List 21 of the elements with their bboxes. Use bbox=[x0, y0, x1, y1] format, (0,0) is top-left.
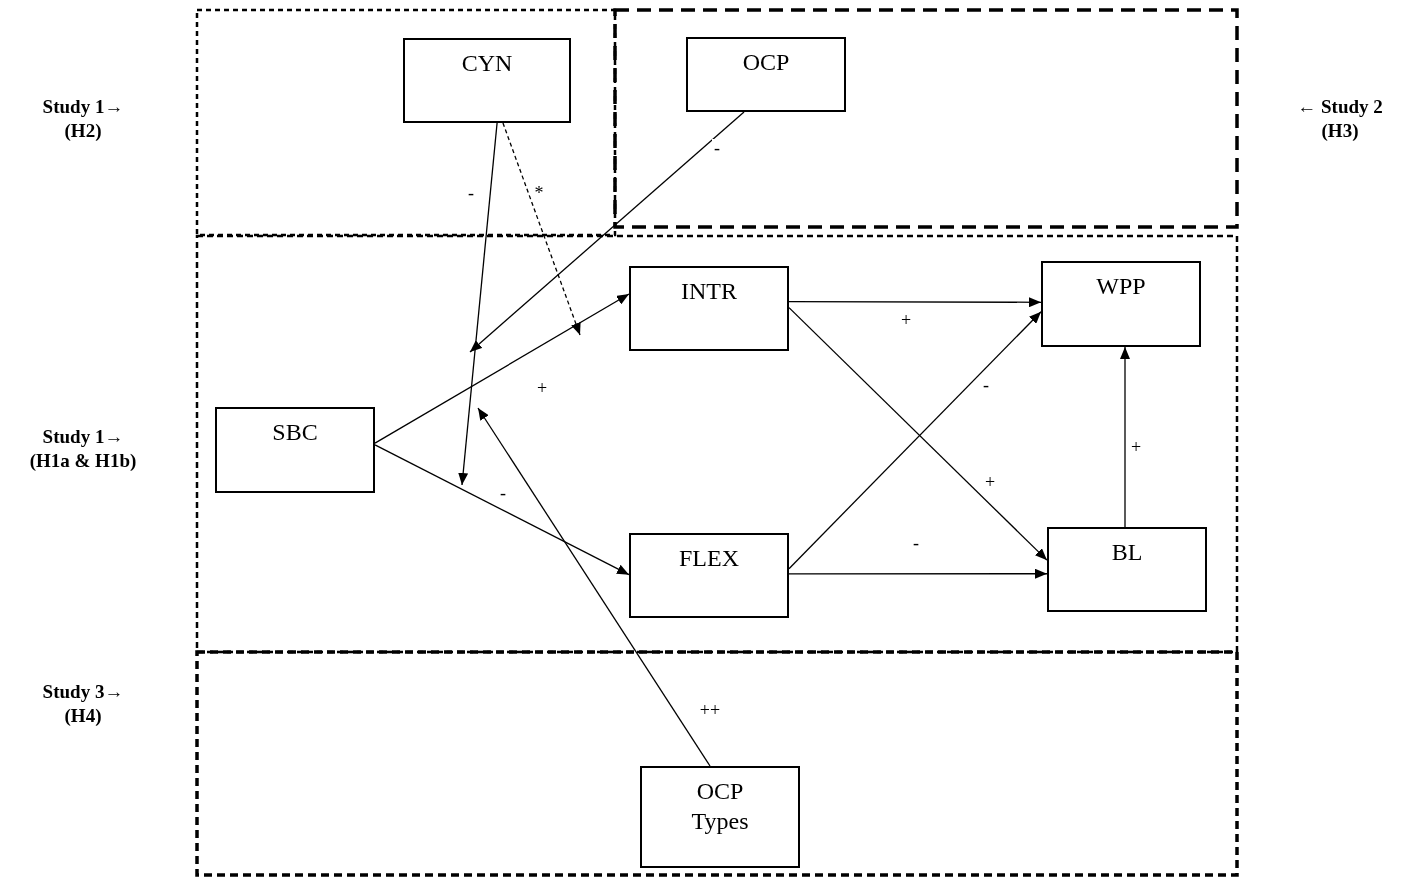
variable-box: OCP bbox=[686, 37, 846, 112]
arrow bbox=[477, 407, 711, 767]
variable-box: CYN bbox=[403, 38, 571, 123]
variable-box: WPP bbox=[1041, 261, 1201, 347]
variable-box: BL bbox=[1047, 527, 1207, 612]
variable-box: FLEX bbox=[629, 533, 789, 618]
study-label: Study 3→ (H4) bbox=[41, 680, 125, 728]
study-label: Study 1→ (H2) bbox=[41, 95, 125, 143]
variable-box: SBC bbox=[215, 407, 375, 493]
study-label: ← Study 2 (H3) bbox=[1296, 95, 1384, 143]
arrow bbox=[788, 297, 1042, 308]
arrow bbox=[469, 111, 745, 353]
arrow bbox=[458, 122, 498, 486]
arrow bbox=[1120, 346, 1130, 528]
arrow bbox=[374, 444, 630, 576]
study-label: Study 1→ (H1a & H1b) bbox=[28, 425, 138, 473]
dashed-arrow bbox=[502, 122, 581, 336]
arrow bbox=[374, 293, 630, 444]
variable-box: INTR bbox=[629, 266, 789, 351]
arrow bbox=[788, 568, 1048, 579]
variable-box: OCP Types bbox=[640, 766, 800, 868]
